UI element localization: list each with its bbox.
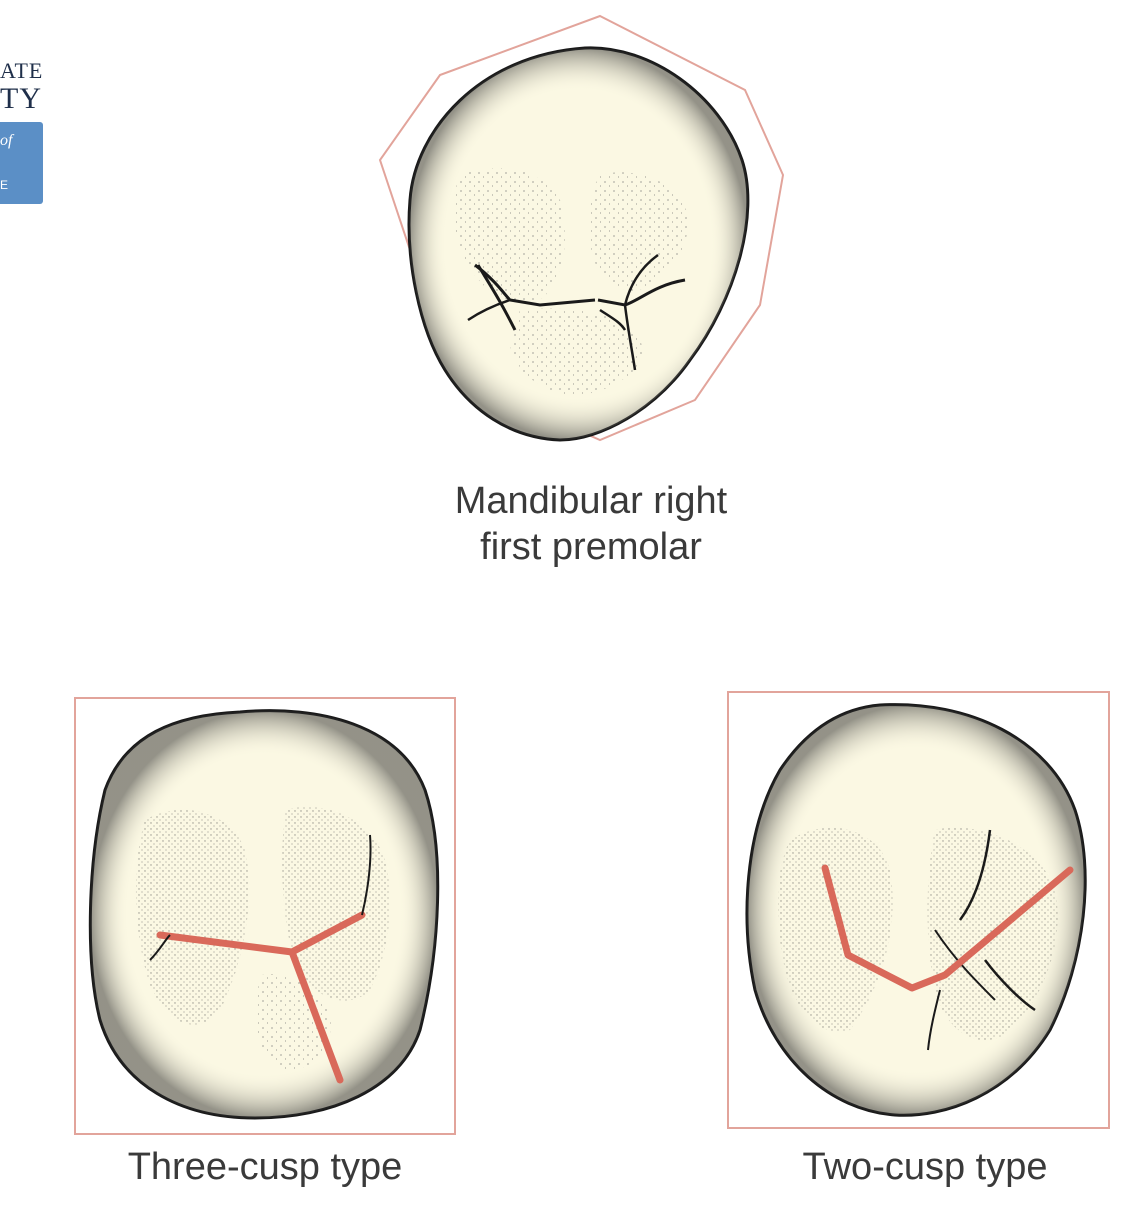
logo-text-line3: of xyxy=(0,132,13,149)
three-cusp-frame xyxy=(74,697,456,1135)
logo-badge: of E xyxy=(0,122,43,204)
two-cusp-caption: Two-cusp type xyxy=(802,1146,1048,1188)
three-cusp-caption: Three-cusp type xyxy=(127,1146,403,1188)
top-caption-line1: Mandibular right xyxy=(454,480,728,522)
logo-text-line2: TY xyxy=(0,82,42,115)
institution-logo: ATE TY of E xyxy=(0,0,50,210)
three-cusp-groove xyxy=(156,911,366,1084)
top-caption-line2: first premolar xyxy=(480,526,702,569)
top-figure-caption: Mandibular right first premolar xyxy=(391,478,791,571)
two-cusp-frame xyxy=(727,691,1110,1129)
top-tooth-figure xyxy=(378,14,785,442)
logo-text-line1: ATE xyxy=(0,58,44,83)
three-cusp-figure xyxy=(74,697,456,1135)
two-cusp-figure xyxy=(727,691,1110,1129)
two-cusp-groove xyxy=(821,864,1074,992)
top-outline xyxy=(378,14,785,442)
logo-text-line4: E xyxy=(0,178,9,192)
